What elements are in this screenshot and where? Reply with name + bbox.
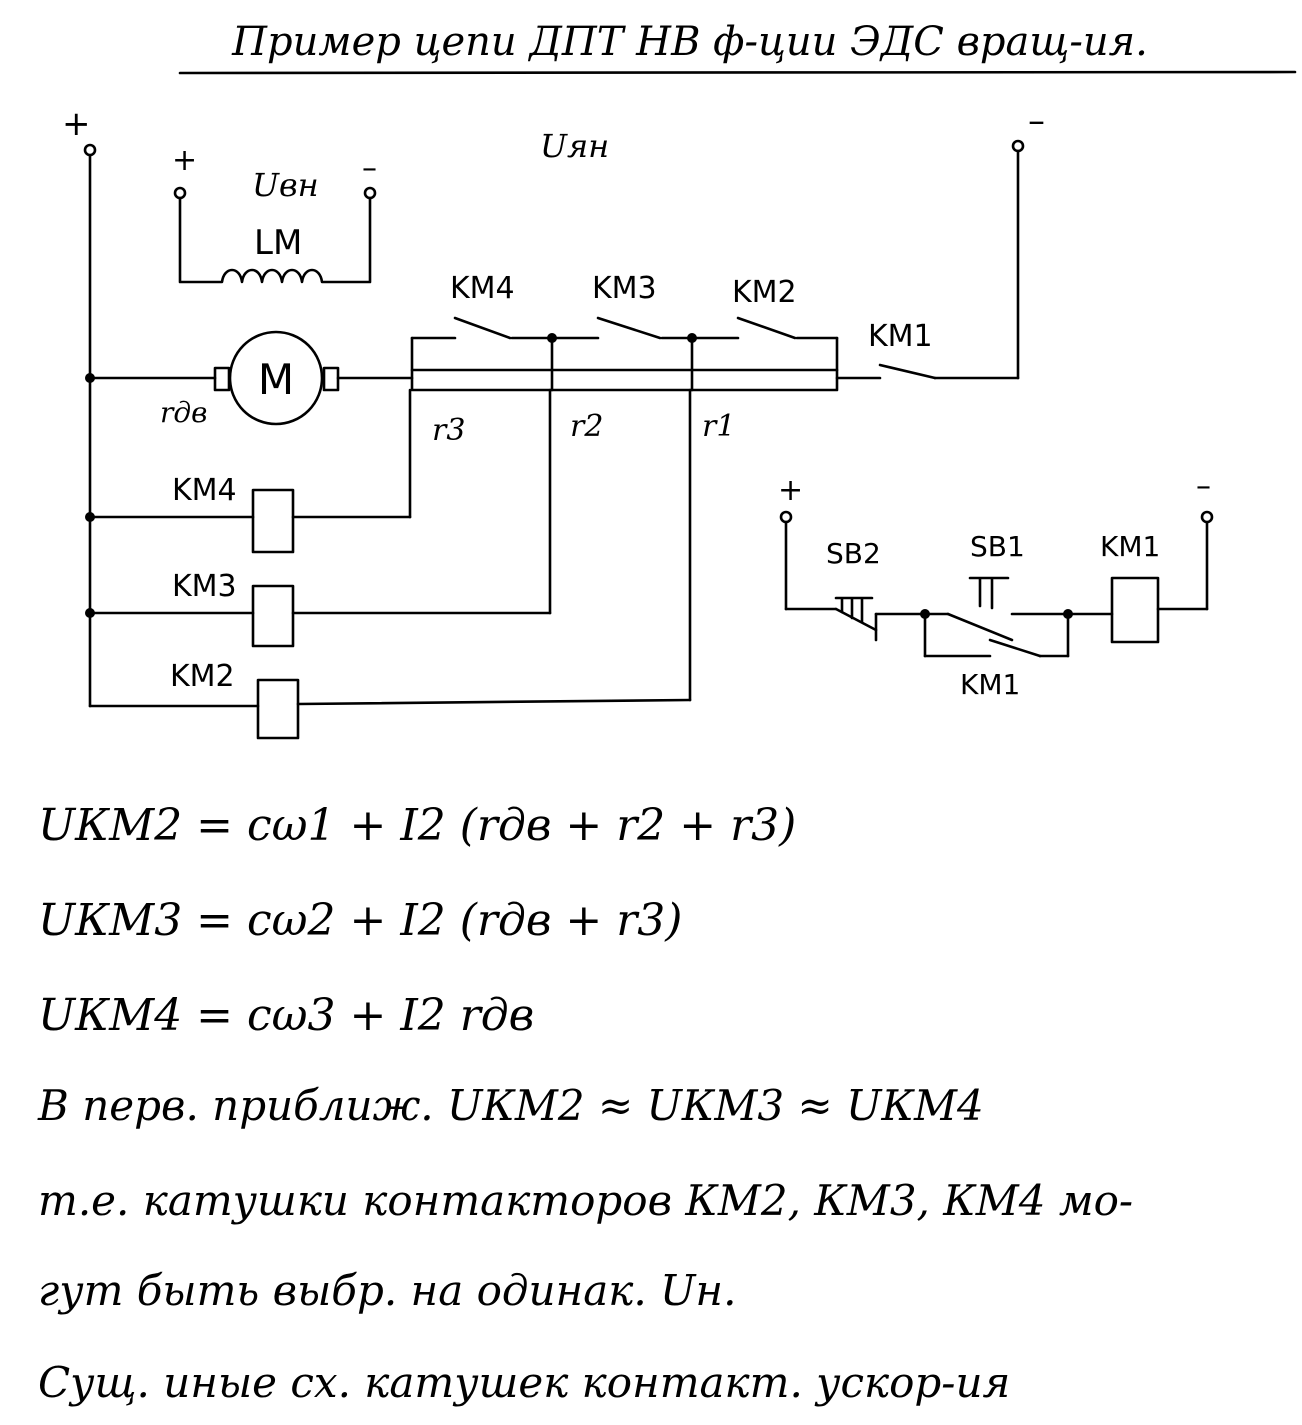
ctrl-minus-terminal (1200, 510, 1214, 524)
ctrl-plus-terminal (779, 510, 793, 524)
field-minus-label: – (362, 151, 377, 186)
km3-coil-label: KM3 (172, 569, 237, 604)
motor-brush-left (213, 366, 231, 392)
main-minus-label: – (1028, 101, 1045, 141)
text-line-4: Сущ. иные сх. катушек контакт. ускор-ия (38, 1358, 1010, 1407)
text-line-1: В перв. приближ. UКМ2 ≈ UКМ3 ≈ UКМ4 (37, 1081, 984, 1130)
field-voltage-label: Uвн (252, 166, 319, 204)
km1-hold-contact-blade (988, 638, 1042, 658)
field-minus-terminal (363, 186, 377, 200)
km4-coil-label: KM4 (172, 473, 237, 508)
main-plus-label: + (62, 104, 91, 144)
km2-coil-label: KM2 (170, 659, 235, 694)
km2-coil (256, 678, 300, 740)
text-line-2: т.е. катушки контакторов КМ2, КМ3, КМ4 м… (38, 1176, 1133, 1225)
wire-km2-coil-right (296, 698, 692, 706)
sb1-contact-blade (946, 612, 1014, 642)
km4-coil (251, 488, 295, 554)
sb1-label: SB1 (970, 530, 1025, 563)
sb2-label: SB2 (826, 537, 881, 570)
main-plus-terminal (83, 143, 97, 157)
equation-km3: UКМ3 = cω2 + I2 (rдв + r3) (38, 895, 682, 946)
ctrl-plus-label: + (778, 473, 803, 508)
sb2-button-actuator (834, 596, 874, 624)
km3-contact-label: KM3 (592, 271, 657, 306)
km3-coil (251, 584, 295, 648)
field-winding-label: LM (254, 223, 302, 263)
field-winding-coil (178, 196, 372, 284)
title-underline (178, 70, 1297, 75)
km4-contact-label: KM4 (450, 271, 515, 306)
armature-voltage-label: Uян (540, 127, 609, 165)
main-minus-terminal (1011, 139, 1025, 153)
text-line-3: гут быть выбр. на одинак. Uн. (38, 1266, 736, 1315)
equation-km2: UКМ2 = cω1 + I2 (rдв + r2 + r3) (38, 800, 796, 851)
km1-coil-label: KM1 (1100, 530, 1160, 563)
equation-km4: UКМ4 = cω3 + I2 rдв (38, 990, 534, 1041)
motor-resistance-label: rдв (160, 396, 207, 429)
km1-coil (1110, 576, 1160, 644)
r1-label: r1 (702, 409, 735, 444)
km1-contact-blade (878, 363, 937, 380)
km2-contact-label: KM2 (732, 275, 797, 310)
motor-label: M (258, 355, 294, 404)
km1-hold-label: KM1 (960, 668, 1020, 701)
sheet-title: Пример цепи ДПТ НВ ф-ции ЭДС вращ-ия. (231, 19, 1148, 65)
ctrl-minus-label: – (1196, 469, 1211, 504)
r2-label: r2 (570, 409, 603, 444)
motor-brush-right (322, 366, 340, 392)
km2-contact-blade (736, 316, 797, 340)
field-plus-terminal (173, 186, 187, 200)
km1-contact-label: KM1 (868, 319, 933, 354)
field-plus-label: + (172, 143, 197, 178)
sb1-button-actuator (968, 576, 1010, 610)
r3-label: r3 (432, 413, 465, 448)
starting-resistor-strip (410, 368, 839, 392)
km4-contact-blade (453, 316, 512, 340)
km3-contact-blade (596, 316, 662, 340)
motor-symbol (228, 330, 324, 426)
